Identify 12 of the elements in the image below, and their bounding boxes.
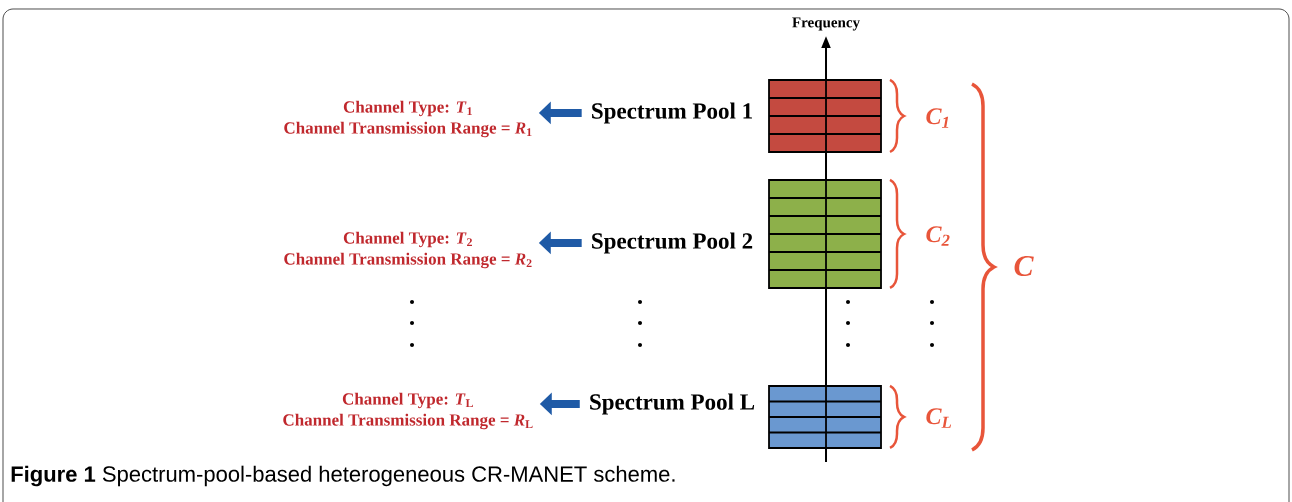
axis-label: Frequency — [792, 17, 860, 31]
pool-label: Spectrum Pool 1 — [592, 102, 752, 124]
brace-label: C$_{L}$ — [926, 408, 952, 428]
caption: Figure 1 Spectrum-pool-based heterogeneous CR-MANET scheme. — [11, 465, 675, 487]
brace-label: C$_{2}$ — [926, 226, 950, 246]
channel-info: Channel Type: T$_{L}$ Channel Transmission Range = R$_{L}$ — [283, 392, 533, 430]
brace-label: C$_{1}$ — [926, 108, 949, 128]
channel-info: Channel Type: T$_{1}$ Channel Transmission Range = R$_{1}$ — [284, 100, 532, 138]
brace-label: C — [1014, 255, 1034, 277]
pool-label: Spectrum Pool L — [590, 393, 755, 415]
channel-info: Channel Type: T$_{2}$ Channel Transmission Range = R$_{2}$ — [284, 231, 532, 269]
pool-label: Spectrum Pool 2 — [592, 232, 753, 254]
